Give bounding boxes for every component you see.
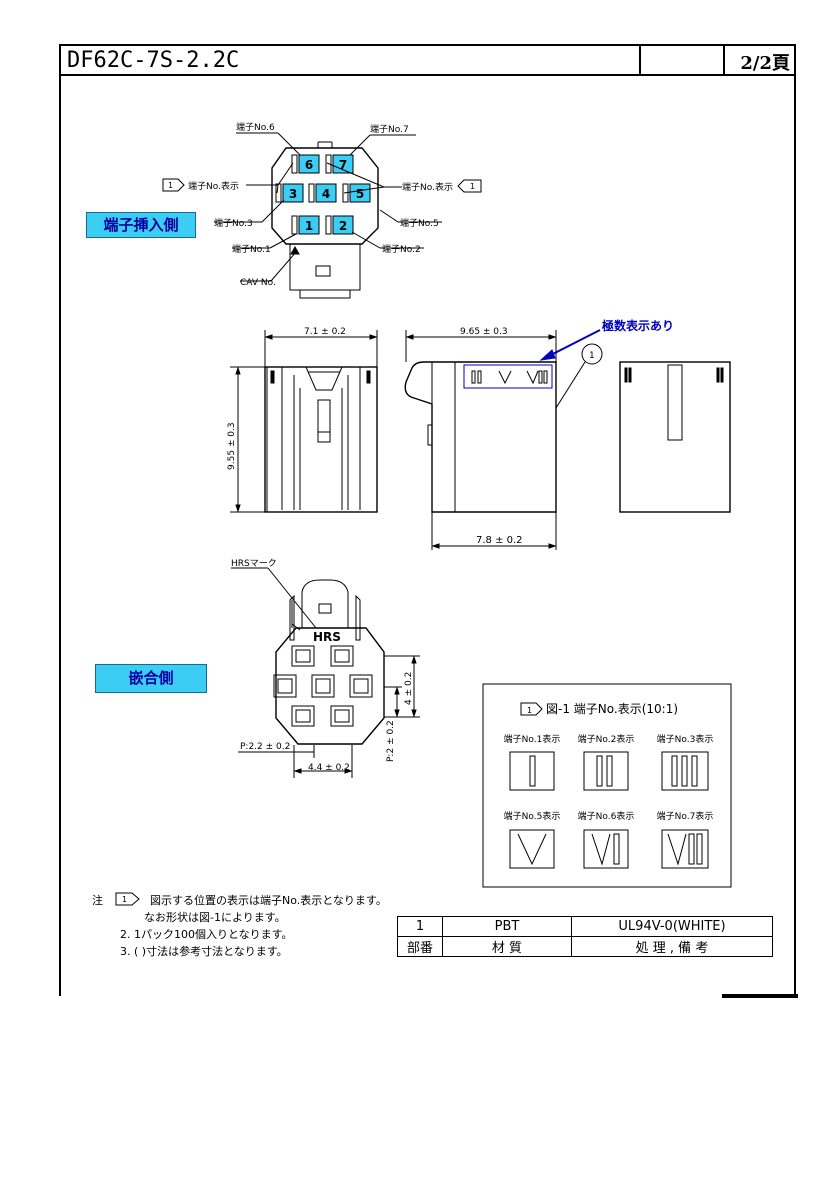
page-cell: 2/2頁	[723, 46, 796, 74]
cell-1: 1	[305, 219, 313, 233]
terminal-no6-label: 端子No.6	[236, 121, 275, 133]
figure1-box	[482, 683, 732, 888]
hrs-mark-label: HRSマーク	[231, 558, 277, 569]
table-row: 部番 材 質 処 理 , 備 考	[397, 936, 773, 957]
page-number: 2/2頁	[740, 53, 790, 74]
notes-block: 注 図示する位置の表示は端子No.表示となります。 なお形状は図-1によります。…	[92, 892, 387, 960]
cell-5: 5	[356, 187, 364, 201]
table-header-part-no: 部番	[397, 936, 443, 957]
table-cell-part-no: 1	[397, 916, 443, 937]
terminal-no2-label: 端子No.2	[382, 243, 421, 255]
insertion-side-view	[162, 132, 482, 299]
terminal-no-display-right: 端子No.表示	[402, 181, 453, 193]
balloon-number: 1	[589, 351, 595, 361]
cell-2: 2	[339, 219, 347, 233]
fig-label-no1: 端子No.1表示	[504, 733, 561, 745]
insertion-side-label: 端子挿入側	[86, 212, 196, 238]
fig-label-no3: 端子No.3表示	[657, 733, 714, 745]
top-marker-left: 1	[168, 181, 173, 190]
hrs-logo: HRS	[313, 630, 341, 644]
side-view	[404, 329, 603, 550]
part-number: DF62C-7S-2.2C	[67, 48, 240, 73]
dim-width: 7.1 ± 0.2	[304, 327, 346, 337]
table-header-material: 材 質	[442, 936, 572, 957]
dim-p2-vertical: P:2 ± 0.2	[386, 720, 396, 762]
table-header-remarks: 処 理 , 備 考	[571, 936, 773, 957]
notes-prefix: 注	[92, 894, 103, 907]
fig-label-no7: 端子No.7表示	[657, 810, 714, 822]
note-1: 図示する位置の表示は端子No.表示となります。	[150, 894, 387, 907]
dim-depth: 9.65 ± 0.3	[460, 327, 508, 337]
table-cell-material: PBT	[442, 916, 572, 937]
polarity-mark-label: 極数表示あり	[602, 318, 674, 333]
terminal-no1-label: 端子No.1	[232, 243, 271, 255]
table-row: 1 PBT UL94V-0(WHITE)	[397, 916, 773, 937]
dim-height: 9.55 ± 0.3	[227, 422, 237, 470]
terminal-no7-label: 端子No.7	[370, 123, 409, 135]
title-bar: DF62C-7S-2.2C 2/2頁	[59, 44, 796, 76]
note-2: 2. 1パック100個入りとなります。	[120, 928, 293, 941]
fig-label-no2: 端子No.2表示	[578, 733, 635, 745]
figure1-title: 図-1 端子No.表示(10:1)	[546, 702, 678, 716]
cell-4: 4	[322, 187, 330, 201]
bottom-rule	[722, 994, 798, 998]
note-3: 3. ( )寸法は参考寸法となります。	[120, 945, 288, 958]
mating-side-view	[231, 567, 420, 778]
cell-3: 3	[289, 187, 297, 201]
fig-label-no6: 端子No.6表示	[578, 810, 635, 822]
dim-p22: P:2.2 ± 0.2	[240, 742, 290, 752]
cell-6: 6	[305, 158, 313, 172]
cav-no-label: CAV No.	[240, 278, 276, 288]
terminal-no-display-left: 端子No.表示	[188, 180, 239, 192]
dim-4: 4 ± 0.2	[404, 672, 414, 705]
mating-side-label: 嵌合側	[95, 664, 207, 693]
fig-label-no5: 端子No.5表示	[504, 810, 561, 822]
figure1-marker: 1	[527, 706, 532, 715]
terminal-no3-label: 端子No.3	[214, 217, 253, 229]
top-marker-right: 1	[470, 182, 475, 191]
cell-7: 7	[339, 158, 347, 172]
dim-bottom: 7.8 ± 0.2	[476, 535, 523, 546]
note-1b: なお形状は図-1によります。	[144, 911, 286, 924]
front-view	[230, 330, 378, 513]
terminal-no5-label: 端子No.5	[400, 217, 439, 229]
rear-view	[619, 361, 731, 513]
table-cell-remarks: UL94V-0(WHITE)	[571, 916, 773, 937]
title-blank-cell	[639, 46, 725, 74]
notes-marker: 1	[122, 895, 127, 904]
dim-44: 4.4 ± 0.2	[308, 763, 350, 773]
material-table: 1 PBT UL94V-0(WHITE) 部番 材 質 処 理 , 備 考	[397, 916, 773, 957]
